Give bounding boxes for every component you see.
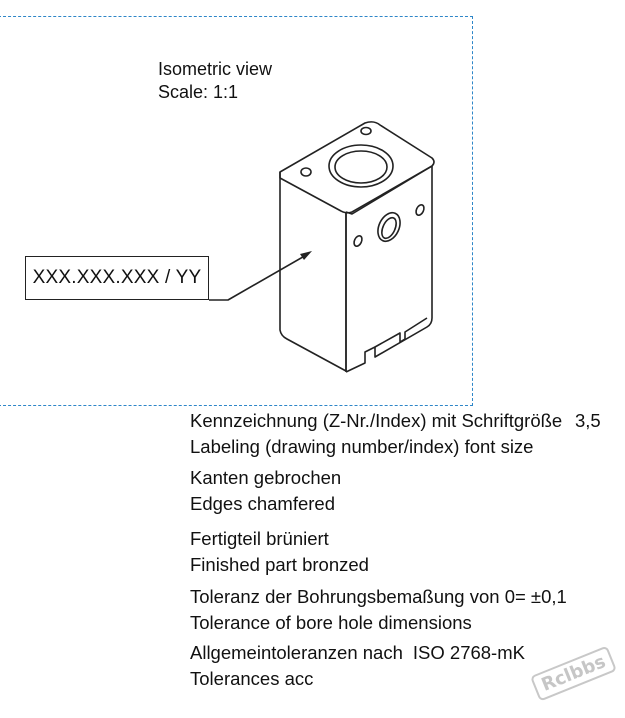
note-labeling: Kennzeichnung (Z-Nr./Index) mit Schriftg… xyxy=(190,408,562,460)
front-bore-inner xyxy=(381,216,397,240)
note-tolerance: Toleranz der Bohrungsbemaßung von 0= ±0,… xyxy=(190,584,567,636)
note-edges-de: Kanten gebrochen xyxy=(190,467,342,488)
top-bore-outer xyxy=(328,144,394,188)
top-hole-right xyxy=(360,126,372,136)
note-labeling-en: Labeling (drawing number/index) font siz… xyxy=(190,436,534,457)
leader-arrow xyxy=(300,251,312,260)
note-general-tolerance: Allgemeintoleranzen nach ISO 2768-mK Tole… xyxy=(190,640,525,692)
note-general-tolerance-en: Tolerances acc xyxy=(190,668,314,689)
front-hole-left xyxy=(353,235,363,247)
part-bottom-slot xyxy=(374,317,428,348)
note-tolerance-de: Toleranz der Bohrungsbemaßung von 0= ±0,… xyxy=(190,586,567,607)
front-bore-outer xyxy=(377,211,401,243)
note-edges: Kanten gebrochen Edges chamfered xyxy=(190,465,341,517)
note-labeling-value: 3,5 xyxy=(575,410,601,431)
note-general-tolerance-de: Allgemeintoleranzen nach xyxy=(190,642,403,663)
leader-line xyxy=(209,253,309,301)
part-top-face xyxy=(279,121,435,214)
note-finish: Fertigteil brüniert Finished part bronze… xyxy=(190,526,369,578)
note-general-tolerance-standard: ISO 2768-mK xyxy=(412,642,525,663)
view-frame xyxy=(0,16,473,406)
top-bore-inner xyxy=(334,150,388,184)
view-scale: Scale: 1:1 xyxy=(158,82,239,102)
note-finish-en: Finished part bronzed xyxy=(190,554,369,575)
note-finish-de: Fertigteil brüniert xyxy=(190,528,329,549)
note-labeling-de: Kennzeichnung (Z-Nr./Index) mit Schriftg… xyxy=(190,410,563,431)
part-label-box: XXX.XXX.XXX / YY xyxy=(25,256,209,300)
front-hole-right xyxy=(415,204,425,216)
note-tolerance-en: Tolerance of bore hole dimensions xyxy=(190,612,472,633)
view-title: Isometric view xyxy=(158,59,273,79)
note-edges-en: Edges chamfered xyxy=(190,493,336,514)
part-right-face xyxy=(345,165,433,373)
view-label: Isometric view Scale: 1:1 xyxy=(158,58,272,104)
top-hole-left xyxy=(300,167,312,177)
part-left-face xyxy=(279,172,347,372)
